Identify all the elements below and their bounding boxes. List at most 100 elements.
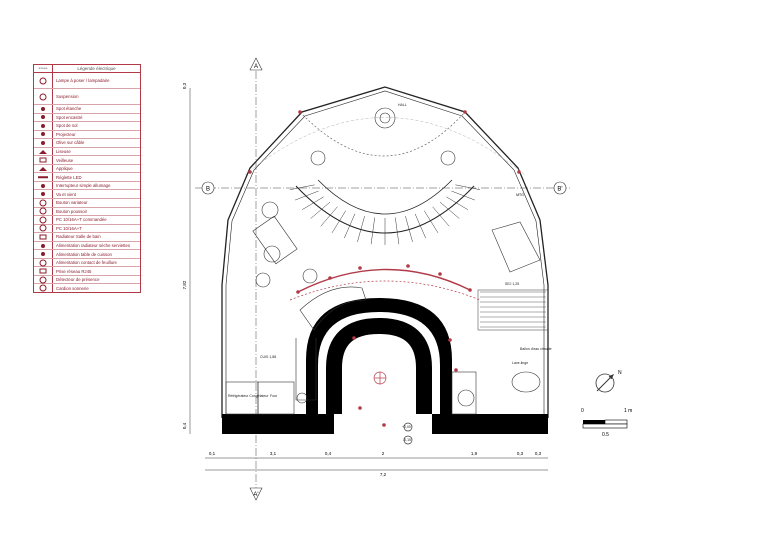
electrical-point <box>406 264 410 268</box>
legend-row: Lampe à poser / lampadaire <box>34 73 140 89</box>
legend-header: Icones Légende électrique <box>34 65 140 73</box>
top-offset-dimension: 0,3 <box>182 82 187 89</box>
stair-tread <box>455 184 481 190</box>
legend-label: Lampe à poser / lampadaire <box>56 78 110 83</box>
presence-detector-icon <box>34 275 53 284</box>
legend-row: Va et vient <box>34 190 140 200</box>
water-heater-label: Ballon d'eau chaude <box>520 347 552 351</box>
stair-tread <box>295 190 319 201</box>
legend-label: Suspension <box>56 94 79 99</box>
stair-tread <box>357 216 365 242</box>
electrical-point <box>248 170 252 174</box>
bottom-offset-dimension: 0,4 <box>182 422 187 429</box>
legend-row: Spot encastré <box>34 113 140 123</box>
night-light-icon <box>34 156 53 164</box>
legend-row: PC 10/16A+T <box>34 224 140 234</box>
electrical-point <box>328 276 332 280</box>
legend-label: Va et vient <box>56 191 76 197</box>
legend-label: Radiateur Salle de bain <box>56 234 101 240</box>
legend-row: Bouton poussoir <box>34 207 140 217</box>
total-width-dimension: 7,2 <box>380 472 387 477</box>
legend-label: Liseuse <box>56 149 71 154</box>
legend-label: PC 10/16A+T commandée <box>56 217 107 223</box>
stair-tag: MTG <box>516 193 524 197</box>
pendant-icon <box>34 89 53 104</box>
cooktop-supply-icon <box>34 250 53 258</box>
legend-row: Alimentation radiateur sèche serviettes <box>34 241 140 251</box>
dimmer-icon <box>34 199 53 207</box>
stair-tread <box>446 196 469 210</box>
legend-row: Olive sur câble <box>34 139 140 148</box>
spiral-staircase <box>289 179 481 245</box>
electrical-point <box>298 110 302 114</box>
stair-treads <box>289 184 481 245</box>
electrical-point <box>468 288 472 292</box>
section-b-right-label: B' <box>557 187 562 193</box>
stair-tread <box>414 213 426 239</box>
two-way-switch-icon <box>34 190 53 199</box>
hall-label: HALL <box>398 103 407 107</box>
stair-tread <box>424 210 439 233</box>
stair-tread <box>320 206 338 227</box>
legend-row: Réglette LED <box>34 173 140 182</box>
legend-row: Applique <box>34 164 140 174</box>
wall-light-icon <box>34 164 53 173</box>
push-button-icon <box>34 207 53 216</box>
legend-label: Alimentation contact de feuillure <box>56 260 117 266</box>
stair-tread <box>432 206 450 227</box>
cable-olive-icon <box>34 139 53 147</box>
legend-row: Alimentation table de cuisson <box>34 250 140 259</box>
stair-tread <box>289 184 315 190</box>
straight-staircase: MTG <box>477 193 549 331</box>
legend-label: Alimentation radiateur sèche serviettes <box>56 243 131 249</box>
scale-start-label: 0 <box>581 408 584 414</box>
section-a-bottom-label: A' <box>253 492 258 498</box>
legend-label: Bouton variateur <box>56 200 88 206</box>
kitchen-label: CUIS 1,88 <box>260 355 276 359</box>
electrical-point <box>463 110 467 114</box>
section-b-left-label: B <box>206 187 210 193</box>
entry-sub-label: -0,15 <box>403 438 411 442</box>
legend-row: Alimentation contact de feuillure <box>34 258 140 268</box>
legend-row: Cardion sonnerie <box>34 284 140 293</box>
dimension-label: 1,9 <box>471 451 478 456</box>
legend-label: Spot étanche <box>56 106 82 112</box>
legend-label: Spot de sol <box>56 123 78 129</box>
building-envelope <box>221 86 549 418</box>
legend-label: Prise réseau RJ45 <box>56 268 92 274</box>
electrical-point <box>358 406 362 410</box>
legend-label: Applique <box>56 166 73 172</box>
projector-icon <box>34 130 53 139</box>
section-line-b: B B' <box>195 181 572 195</box>
legend-row: Détecteur de présence <box>34 275 140 285</box>
south-wall <box>222 414 548 434</box>
legend-row: Veilleuse <box>34 156 140 165</box>
electrical-point <box>358 266 362 270</box>
section-a-top-label: A <box>254 64 258 70</box>
north-arrow: N <box>595 370 622 393</box>
switch-icon <box>34 181 53 190</box>
legend-row: Interrupteur simple allumage <box>34 181 140 191</box>
legend-row: Spot étanche <box>34 105 140 114</box>
scale-end-label: 1 m <box>624 408 632 414</box>
dimension-label: 0,1 <box>209 451 216 456</box>
oven-label: Four <box>270 394 278 398</box>
rj45-icon <box>34 267 53 275</box>
fridge-label: Réfrigérateur Congélateur <box>228 394 269 398</box>
legend-row: Bouton variateur <box>34 199 140 208</box>
rebate-contact-icon <box>34 258 53 267</box>
stair-tread <box>395 217 400 245</box>
legend-title: Légende électrique <box>77 66 116 71</box>
entry-level-label: +0,00 <box>402 425 411 429</box>
recessed-spot-icon <box>34 113 53 122</box>
legend-row: Suspension <box>34 89 140 105</box>
legend-label: Interrupteur simple allumage <box>56 183 111 189</box>
dimension-label: 0,4 <box>325 451 332 456</box>
legend-symbol-column-header: Icones <box>34 65 53 72</box>
legend-row: PC 10/16A+T commandée <box>34 216 140 225</box>
washer-label: Lave-linge <box>512 361 528 365</box>
waterproof-spot-icon <box>34 105 53 113</box>
room-labels: HALL SEJ 1,25 CUIS 1,88 Ballon d'eau cha… <box>228 103 552 442</box>
